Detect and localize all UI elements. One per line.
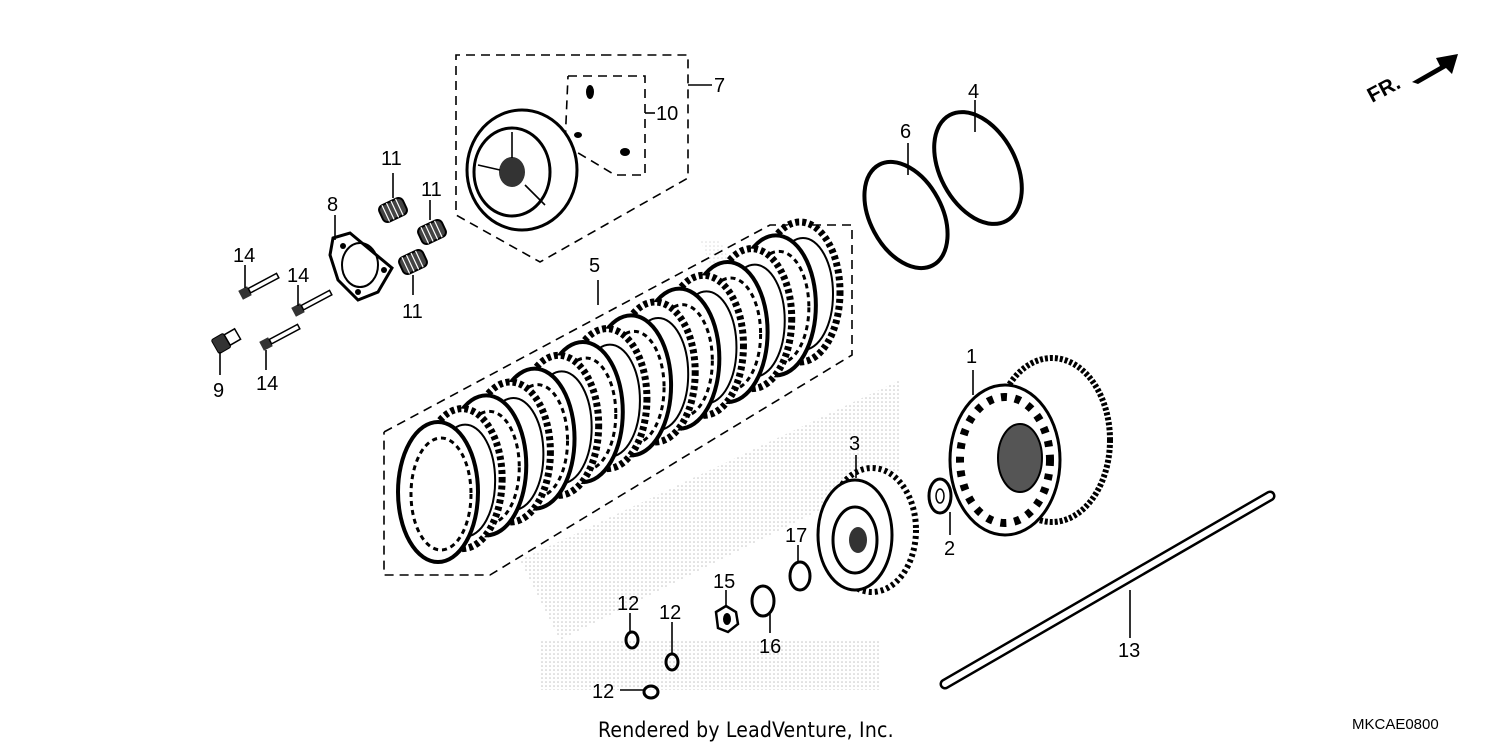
label-1: 1 (966, 346, 977, 368)
part-12-circlips (620, 613, 680, 700)
part-8-lifter-plate (328, 215, 394, 302)
label-14-bottom: 14 (256, 373, 278, 395)
reference-labels: 7 10 4 6 11 11 11 8 14 14 14 9 5 1 3 2 1… (213, 75, 1140, 703)
label-11-top: 11 (381, 148, 402, 170)
label-12-left: 12 (617, 593, 639, 615)
part-5-group-outline (383, 224, 853, 576)
label-7: 7 (714, 75, 725, 97)
part-6-o-ring (862, 143, 950, 271)
part-4-o-ring (932, 100, 1024, 226)
label-16: 16 (759, 636, 781, 658)
label-4: 4 (968, 81, 979, 103)
label-13: 13 (1118, 640, 1140, 662)
label-12-bottom: 12 (592, 681, 614, 703)
part-2-thrust-washer (927, 477, 953, 535)
label-2: 2 (944, 538, 955, 560)
part-10-plate (564, 75, 655, 176)
clutch-plate-inner (409, 436, 473, 552)
render-credit: Rendered by LeadVenture, Inc. (598, 718, 894, 742)
part-17-washer (788, 545, 812, 592)
label-6: 6 (900, 121, 911, 143)
label-14-top: 14 (233, 245, 255, 267)
part-1-clutch-outer (948, 355, 1113, 537)
part-7-group-outline (455, 54, 712, 263)
front-direction-arrow-icon: FR. (1364, 54, 1458, 107)
part-15-lock-nut (714, 590, 740, 634)
clutch-plate-stack (396, 218, 844, 564)
part-7-pressure-plate (465, 108, 579, 232)
part-16-washer (750, 584, 776, 633)
label-11-bottom: 11 (402, 301, 423, 323)
label-10: 10 (656, 103, 678, 125)
part-9-bolt (211, 327, 242, 375)
part-11-clutch-springs (378, 173, 447, 295)
part-13-push-rod (939, 490, 1276, 690)
label-12-right: 12 (659, 602, 681, 624)
part-3-clutch-center (816, 455, 919, 595)
part-14-bolts (238, 265, 333, 370)
diagram-code: MKCAE0800 (1352, 716, 1439, 733)
label-9: 9 (213, 380, 224, 402)
label-5: 5 (589, 255, 600, 277)
label-14-mid: 14 (287, 265, 309, 287)
label-11-mid: 11 (421, 179, 442, 201)
front-direction-label: FR. (1364, 71, 1405, 107)
label-8: 8 (327, 194, 338, 216)
clutch-plate (396, 420, 480, 564)
label-17: 17 (785, 525, 807, 547)
label-15: 15 (713, 571, 735, 593)
label-3: 3 (849, 433, 860, 455)
